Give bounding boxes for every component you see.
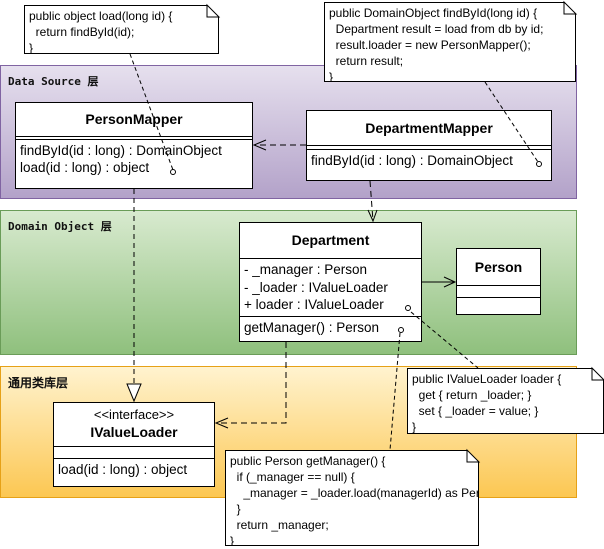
ivalueloader-stereotype: <<interface>> bbox=[93, 407, 175, 422]
person-mapper-class[interactable]: PersonMapper findById(id : long) : Domai… bbox=[15, 102, 253, 189]
person-mapper-method: findById(id : long) : DomainObject bbox=[20, 143, 222, 158]
person-mapper-name: PersonMapper bbox=[85, 111, 183, 127]
ivalueloader-method: load(id : long) : object bbox=[58, 462, 188, 477]
load-method-note: public object load(long id) { return fin… bbox=[24, 5, 219, 54]
department-mapper-method: findById(id : long) : DomainObject bbox=[311, 153, 513, 168]
ivalueloader-methods: load(id : long) : object bbox=[54, 458, 214, 480]
ivalueloader-name: IValueLoader bbox=[90, 424, 178, 440]
library-layer-title: 通用类库层 bbox=[8, 376, 69, 390]
get-manager-note: public Person getManager() { if (_manage… bbox=[225, 450, 479, 546]
department-mapper-name: DepartmentMapper bbox=[365, 120, 493, 136]
ivalueloader-attributes bbox=[54, 446, 214, 458]
department-attribute: + loader : IValueLoader bbox=[244, 297, 384, 312]
person-mapper-method: load(id : long) : object bbox=[20, 160, 150, 175]
department-attribute: - _manager : Person bbox=[244, 262, 368, 277]
department-class[interactable]: Department - _manager : Person - _loader… bbox=[239, 222, 422, 342]
person-name: Person bbox=[474, 259, 523, 275]
person-methods bbox=[457, 297, 540, 314]
find-by-id-note: public DomainObject findById(long id) { … bbox=[324, 2, 576, 82]
department-attribute: - _loader : IValueLoader bbox=[244, 279, 388, 295]
department-mapper-class[interactable]: DepartmentMapper findById(id : long) : D… bbox=[306, 110, 552, 181]
department-name: Department bbox=[291, 232, 370, 248]
loader-property-note: public IValueLoader loader { get { retur… bbox=[407, 368, 604, 434]
department-mapper-attributes bbox=[307, 145, 551, 149]
data-source-layer-title: Data Source 层 bbox=[8, 75, 99, 88]
department-methods: getManager() : Person bbox=[240, 315, 421, 338]
person-class[interactable]: Person bbox=[456, 248, 541, 315]
department-attributes: - _manager : Person - _loader : IValueLo… bbox=[240, 258, 421, 316]
department-method: getManager() : Person bbox=[244, 319, 380, 335]
ivalueloader-interface[interactable]: <<interface>> IValueLoader load(id : lon… bbox=[53, 402, 215, 487]
domain-object-layer-title: Domain Object 层 bbox=[8, 220, 112, 233]
person-attributes bbox=[457, 285, 540, 297]
person-mapper-methods: findById(id : long) : DomainObject load(… bbox=[16, 139, 252, 178]
department-mapper-methods: findById(id : long) : DomainObject bbox=[307, 149, 551, 171]
